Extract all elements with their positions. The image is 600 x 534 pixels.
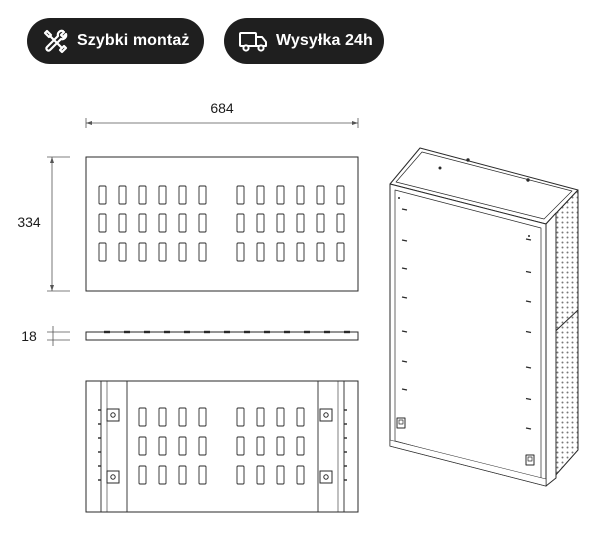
slot <box>236 213 245 233</box>
width-dimension-label: 684 <box>210 100 234 116</box>
slot <box>118 185 127 205</box>
slot <box>316 242 325 262</box>
fast-assembly-label: Szybki montaż <box>77 32 190 49</box>
slot <box>296 465 305 485</box>
shipping-badge: Wysyłka 24h <box>224 18 384 64</box>
slot <box>138 185 147 205</box>
slot <box>178 465 187 485</box>
slot <box>236 185 245 205</box>
slot <box>236 242 245 262</box>
slot <box>178 213 187 233</box>
slot <box>138 436 147 456</box>
slot <box>98 185 107 205</box>
slot <box>138 407 147 427</box>
shipping-label: Wysyłka 24h <box>276 32 373 49</box>
slot <box>138 242 147 262</box>
slot <box>316 213 325 233</box>
slot <box>158 407 167 427</box>
slot <box>336 242 345 262</box>
slot <box>296 242 305 262</box>
slot <box>256 465 265 485</box>
slot <box>158 213 167 233</box>
slot <box>256 185 265 205</box>
slot <box>158 465 167 485</box>
slot <box>178 185 187 205</box>
front-view-panel <box>85 156 359 292</box>
slot <box>276 407 285 427</box>
slot <box>236 436 245 456</box>
slot <box>276 242 285 262</box>
side-profile-panel <box>85 330 359 341</box>
back-view-slots <box>138 407 305 485</box>
height-dimension <box>47 156 70 292</box>
slot <box>276 185 285 205</box>
slot <box>198 465 207 485</box>
slot <box>276 465 285 485</box>
slot <box>296 185 305 205</box>
slot <box>118 242 127 262</box>
thickness-dimension-label: 18 <box>21 328 37 344</box>
slot <box>178 407 187 427</box>
mounting-screw <box>110 474 116 480</box>
slot <box>158 436 167 456</box>
slot <box>276 213 285 233</box>
delivery-truck-icon <box>238 26 268 56</box>
width-dimension <box>85 118 359 128</box>
slot <box>316 185 325 205</box>
fast-assembly-badge: Szybki montaż <box>27 18 204 64</box>
back-view-panel <box>85 380 359 513</box>
slot <box>236 407 245 427</box>
slot <box>296 407 305 427</box>
mounting-brackets <box>106 408 333 484</box>
slot <box>198 242 207 262</box>
mounting-screw <box>110 412 116 418</box>
slot <box>256 213 265 233</box>
tools-icon <box>41 26 69 56</box>
slot <box>198 407 207 427</box>
slot <box>138 213 147 233</box>
mounting-screw <box>323 412 329 418</box>
slot <box>296 213 305 233</box>
slot <box>118 213 127 233</box>
slot <box>98 242 107 262</box>
slot <box>158 185 167 205</box>
slot <box>98 213 107 233</box>
slot <box>256 436 265 456</box>
mounting-screw <box>323 474 329 480</box>
front-view-slots <box>98 185 345 262</box>
slot <box>178 242 187 262</box>
slot <box>198 185 207 205</box>
slot <box>178 436 187 456</box>
slot <box>138 465 147 485</box>
slot <box>198 436 207 456</box>
slot <box>236 465 245 485</box>
cabinet-3d-view <box>389 147 579 487</box>
height-dimension-label: 334 <box>17 214 41 230</box>
slot <box>296 436 305 456</box>
slot <box>276 436 285 456</box>
slot <box>336 213 345 233</box>
slot <box>336 185 345 205</box>
slot <box>158 242 167 262</box>
slot <box>256 242 265 262</box>
slot <box>198 213 207 233</box>
thickness-dimension <box>47 326 70 346</box>
slot <box>256 407 265 427</box>
